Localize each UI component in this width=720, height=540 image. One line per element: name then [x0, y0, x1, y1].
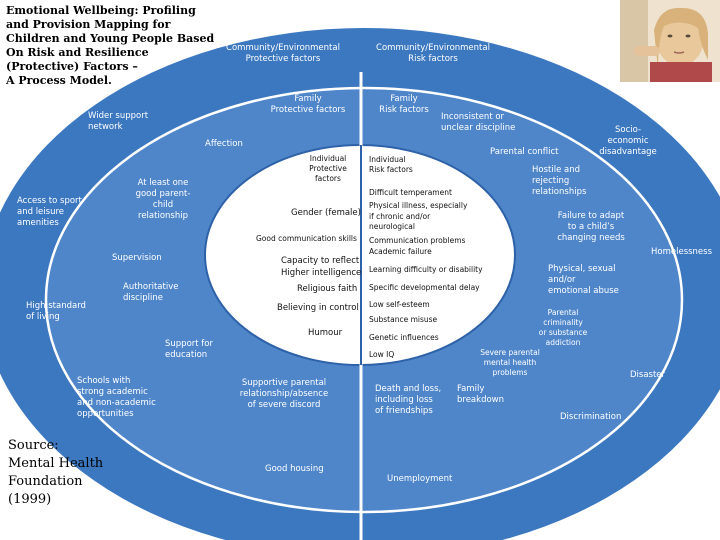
community-risk-header: Community/Environmental Risk factors: [376, 43, 490, 64]
failure-to-adapt: Failure to adapt to a child’s changing n…: [557, 211, 625, 243]
support-for-education: Support for education: [165, 339, 213, 360]
discrimination: Discrimination: [560, 412, 622, 422]
disaster: Disaster: [630, 370, 666, 380]
unemployment: Unemployment: [387, 474, 453, 484]
death-and-loss: Death and loss, including loss of friend…: [375, 384, 442, 416]
individual-protective-item: Believing in control: [277, 303, 359, 313]
individual-risk-item: Genetic influences: [369, 333, 439, 342]
individual-protective-item: Gender (female): [291, 208, 361, 218]
family-protective-header: Family Protective factors: [270, 94, 346, 115]
severe-parental-mental-health: Severe parental mental health problems: [480, 348, 540, 377]
parental-criminality: Parental criminality or substance addict…: [538, 308, 588, 347]
parental-abuse: Physical, sexual and/or emotional abuse: [548, 264, 619, 296]
individual-protective-header: Individual Protective factors: [309, 154, 347, 183]
individual-protective-item: Good communication skills: [256, 234, 357, 243]
individual-risk-item: Low self-esteem: [369, 300, 430, 309]
individual-risk-header: Individual Risk factors: [369, 155, 413, 174]
socio-economic-disadvantage: Socio- economic disadvantage: [599, 125, 657, 157]
family-risk-header: Family Risk factors: [379, 94, 429, 115]
individual-protective-item: Capacity to reflect: [281, 256, 360, 266]
high-standard-living: High standard of living: [26, 301, 86, 322]
individual-risk-item: Academic failure: [369, 247, 432, 256]
access-sport-leisure: Access to sport and leisure amenities: [17, 196, 82, 228]
supportive-parental-relationship: Supportive parental relationship/absence…: [239, 378, 329, 410]
good-housing: Good housing: [265, 464, 324, 474]
hostile-relationships: Hostile and rejecting relationships: [532, 165, 587, 197]
community-protective-header: Community/Environmental Protective facto…: [226, 43, 340, 64]
family-breakdown: Family breakdown: [457, 384, 504, 405]
authoritative-discipline: Authoritative discipline: [123, 282, 179, 303]
individual-risk-item: Difficult temperament: [369, 188, 452, 197]
individual-risk-item: Learning difficulty or disability: [369, 265, 483, 274]
child-photo-image: [620, 0, 720, 82]
individual-risk-item: Low IQ: [369, 350, 395, 359]
affection: Affection: [205, 139, 243, 149]
parent-child-relationship: At least one good parent- child relation…: [135, 178, 191, 221]
child-photo: [620, 0, 720, 82]
individual-protective-item: Higher intelligence: [281, 268, 362, 278]
individual-protective-item: Religious faith: [297, 284, 358, 294]
individual-protective-item: Humour: [308, 328, 343, 338]
individual-risk-item: Communication problems: [369, 236, 466, 245]
source-citation: Source: Mental Health Foundation (1999): [8, 438, 104, 507]
schools-opportunities: Schools with strong academic and non-aca…: [77, 376, 156, 419]
individual-risk-item: Substance misuse: [369, 315, 438, 324]
individual-risk-item: Specific developmental delay: [369, 283, 480, 292]
homelessness: Homelessness: [651, 247, 713, 257]
parental-conflict: Parental conflict: [490, 147, 559, 157]
individual-risk-item: Physical illness, especially if chronic …: [369, 201, 468, 231]
supervision: Supervision: [112, 253, 162, 263]
inconsistent-discipline: Inconsistent or unclear discipline: [441, 112, 516, 133]
wider-support-network: Wider support network: [88, 111, 149, 132]
diagram-title: Emotional Wellbeing: Profiling and Provi…: [6, 4, 215, 87]
